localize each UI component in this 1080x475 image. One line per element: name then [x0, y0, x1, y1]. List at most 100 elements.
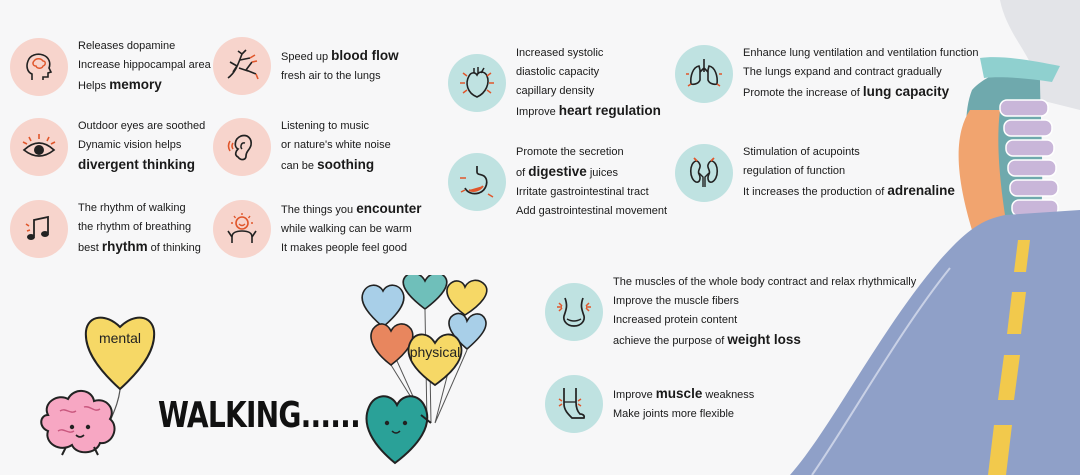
body-and-road-illustration — [790, 0, 1080, 475]
eye-icon — [10, 117, 68, 176]
benefit-line: It makes people feel good — [281, 239, 421, 258]
mental-item-rhythm: The rhythm of walking the rhythm of breat… — [10, 199, 201, 258]
benefit-text: The muscles of the whole body contract a… — [613, 273, 916, 351]
benefit-text-segment: capillary density — [516, 85, 595, 97]
benefit-text-segment: Make joints more flexible — [613, 408, 735, 420]
benefit-text: The rhythm of walking the rhythm of breat… — [78, 199, 201, 258]
benefit-keyword: soothing — [317, 157, 375, 172]
benefit-line: The muscles of the whole body contract a… — [613, 273, 916, 292]
benefit-line: Promote the increase of lung capacity — [743, 82, 978, 103]
mental-item-soothing: Listening to music or nature's white nois… — [213, 117, 391, 176]
benefit-line: Increase hippocampal area — [78, 56, 211, 75]
benefit-text-segment: Enhance lung ventilation and ventilation… — [743, 47, 979, 59]
benefit-text-segment: Helps — [78, 80, 110, 92]
benefit-text: Listening to music or nature's white nois… — [281, 117, 391, 176]
benefit-keyword: divergent thinking — [78, 157, 196, 172]
benefit-line: Enhance lung ventilation and ventilation… — [743, 44, 978, 63]
benefit-line: Make joints more flexible — [613, 405, 754, 424]
benefit-line: Increased protein content — [613, 311, 916, 330]
benefit-text-segment: The rhythm of walking — [78, 202, 186, 214]
benefit-text-segment: of — [516, 167, 529, 179]
benefit-keyword: blood flow — [331, 48, 399, 63]
leg-joint-icon — [545, 375, 603, 433]
benefit-text-segment: the rhythm of breathing — [78, 221, 192, 233]
benefit-line: Releases dopamine — [78, 37, 211, 56]
benefit-text-segment: Increased systolic — [516, 47, 604, 59]
benefit-line: The things you encounter — [281, 199, 421, 220]
benefit-line: Helps memory — [78, 75, 211, 96]
benefit-line: Speed up blood flow — [281, 46, 399, 67]
benefit-text-segment: The things you — [281, 204, 357, 216]
benefit-line: Add gastrointestinal movement — [516, 202, 667, 221]
benefit-text-segment: Speed up — [281, 51, 332, 63]
benefit-text-segment: or nature's white noise — [281, 139, 391, 151]
benefit-text-segment: best — [78, 242, 102, 254]
benefit-text-segment: Add gastrointestinal movement — [516, 205, 668, 217]
benefit-text-segment: diastolic capacity — [516, 66, 600, 78]
benefit-text-segment: of thinking — [147, 242, 201, 254]
benefit-text-segment: regulation of function — [743, 165, 846, 177]
benefit-keyword: digestive — [528, 164, 587, 179]
kidneys-icon — [675, 143, 733, 202]
benefit-text: Stimulation of acupoints regulation of fu… — [743, 143, 955, 202]
benefit-line: The lungs expand and contract gradually — [743, 63, 978, 82]
benefit-line: Increased systolic — [516, 44, 661, 63]
benefit-text-segment: Improve — [613, 389, 656, 401]
benefit-keyword: heart regulation — [558, 103, 661, 118]
physical-item-heart: Increased systolic diastolic capacity capi… — [448, 44, 661, 122]
brain-character-illustration: mental — [40, 316, 156, 456]
benefit-line: while walking can be warm — [281, 220, 421, 239]
benefit-line: capillary density — [516, 82, 661, 101]
benefit-text: Increased systolic diastolic capacity capi… — [516, 44, 661, 122]
lungs-icon — [675, 44, 733, 103]
benefit-text-segment: Irritate gastrointestinal tract — [516, 186, 649, 198]
benefit-line: of digestive juices — [516, 162, 667, 183]
benefit-text-segment: Stimulation of acupoints — [743, 146, 860, 158]
physical-balloon-label: physical — [410, 344, 461, 360]
benefit-text-segment: Increase hippocampal area — [78, 59, 211, 71]
physical-item-weight-loss: The muscles of the whole body contract a… — [545, 273, 916, 351]
benefit-text-segment: Listening to music — [281, 120, 370, 132]
happy-person-icon — [213, 199, 271, 258]
heart-character-illustration: physical — [361, 275, 488, 465]
benefit-keyword: rhythm — [101, 239, 148, 254]
physical-item-lungs: Enhance lung ventilation and ventilation… — [675, 44, 978, 103]
benefit-line: Improve the muscle fibers — [613, 292, 916, 311]
benefit-text-segment: It makes people feel good — [281, 242, 407, 254]
benefit-line: It increases the production of adrenalin… — [743, 181, 955, 202]
benefit-text-segment: can be — [281, 160, 318, 172]
benefit-line: divergent thinking — [78, 155, 205, 176]
benefit-line: fresh air to the lungs — [281, 67, 399, 86]
heart-organ-icon — [448, 54, 506, 112]
benefit-line: or nature's white noise — [281, 136, 391, 155]
benefit-text-segment: weakness — [702, 389, 755, 401]
benefit-keyword: lung capacity — [862, 84, 950, 99]
benefit-keyword: encounter — [356, 201, 422, 216]
benefit-keyword: muscle — [655, 386, 703, 401]
benefit-text-segment: Releases dopamine — [78, 40, 176, 52]
benefit-text-segment: Promote the increase of — [743, 87, 863, 99]
benefit-text-segment: The muscles of the whole body contract a… — [613, 276, 917, 288]
benefit-line: Outdoor eyes are soothed — [78, 117, 205, 136]
benefit-line: diastolic capacity — [516, 63, 661, 82]
benefit-line: achieve the purpose of weight loss — [613, 330, 916, 351]
ear-icon — [213, 117, 271, 176]
benefit-text-segment: juices — [586, 167, 618, 179]
waist-icon — [545, 283, 603, 341]
benefit-text-segment: Improve — [516, 106, 559, 118]
music-note-icon — [10, 199, 68, 258]
benefit-line: Improve heart regulation — [516, 101, 661, 122]
benefit-line: can be soothing — [281, 155, 391, 176]
benefit-line: Dynamic vision helps — [78, 136, 205, 155]
benefit-text-segment: Increased protein content — [613, 314, 738, 326]
